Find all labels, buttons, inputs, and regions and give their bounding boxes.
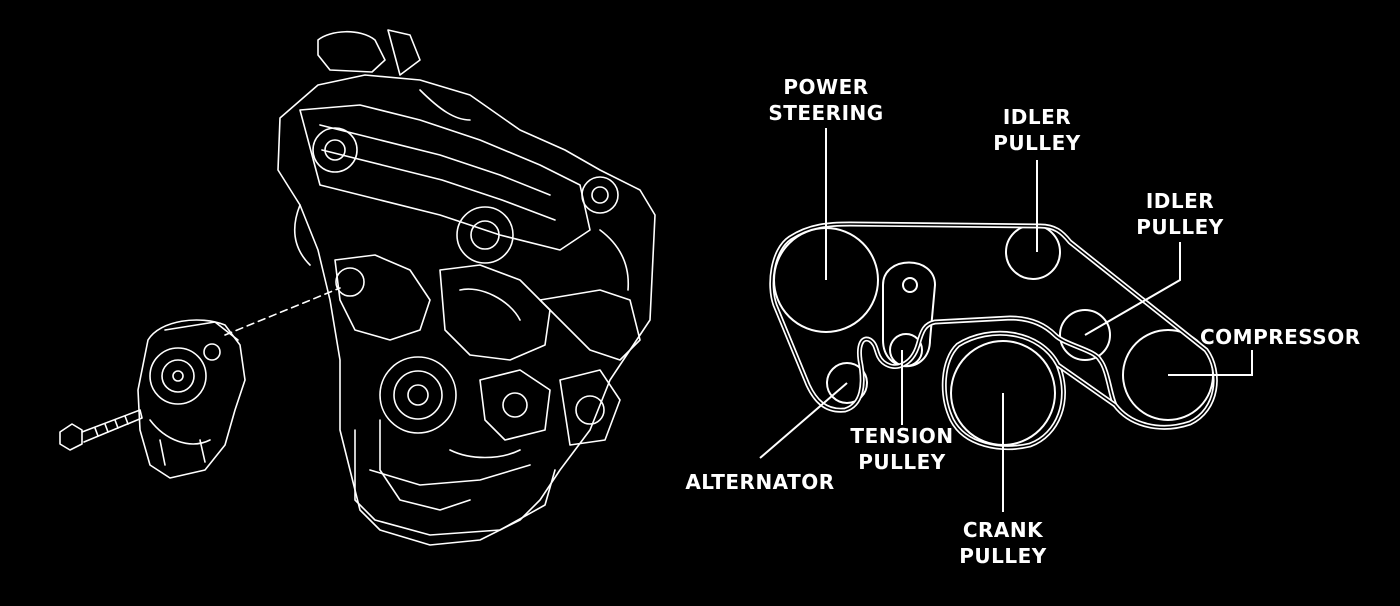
label-idler-top-line1: IDLER [1003, 105, 1071, 129]
idler-pulley-top [1005, 224, 1061, 280]
serpentine-belt [769, 221, 1218, 450]
leader-compressor [1168, 350, 1253, 376]
label-idler-right-line2: PULLEY [1136, 215, 1224, 239]
labels: POWER STEERING IDLER PULLEY IDLER PULLEY… [685, 75, 1360, 568]
label-tension-line1: TENSION [850, 424, 953, 448]
leader-lines [759, 128, 1253, 512]
label-tension-line2: PULLEY [858, 450, 946, 474]
tensioner-assembly [137, 287, 341, 479]
label-alternator: ALTERNATOR [685, 470, 834, 494]
alternator-pulley [826, 362, 868, 404]
leader-idler-right [1084, 242, 1181, 336]
label-compressor: COMPRESSOR [1200, 325, 1361, 349]
label-crank-line2: PULLEY [959, 544, 1047, 568]
label-power-steering-line1: POWER [783, 75, 868, 99]
label-power-steering-line2: STEERING [768, 101, 883, 125]
bolt [59, 409, 143, 451]
label-crank-line1: CRANK [963, 518, 1044, 542]
label-idler-right-line1: IDLER [1146, 189, 1214, 213]
label-idler-top-line2: PULLEY [993, 131, 1081, 155]
leader-alternator [759, 382, 848, 459]
engine-drawing [277, 29, 656, 546]
idler-pulley-right [1059, 309, 1111, 361]
